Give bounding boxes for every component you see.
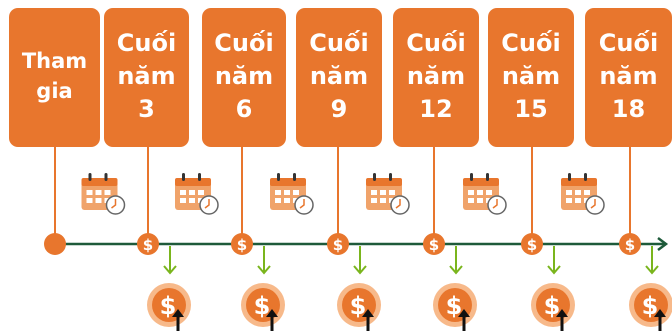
dollar-symbol: $ <box>429 236 439 254</box>
arrow-down-icon <box>163 246 177 275</box>
start-dot-icon <box>44 233 66 255</box>
milestone-year-6: Cuối năm 6 <box>202 8 286 147</box>
milestone-year-6-line-3: 6 <box>235 95 253 123</box>
arrow-down-icon <box>257 246 271 275</box>
dollar-symbol: $ <box>642 292 659 320</box>
milestone-year-6-line-2: năm <box>214 62 274 90</box>
milestone-year-15-line-1: Cuối <box>501 29 561 57</box>
dollar-symbol: $ <box>254 292 271 320</box>
arrow-right-icon <box>657 237 669 251</box>
dollar-circle-icon: $ <box>521 233 543 255</box>
calendar-clock-icon <box>81 173 126 215</box>
milestone-join-line-2: gia <box>36 79 73 103</box>
arrow-down-icon <box>547 246 561 275</box>
milestone-year-12-line-1: Cuối <box>406 29 466 57</box>
milestone-year-18-line-2: năm <box>599 62 658 90</box>
dollar-circle-icon: $ <box>231 233 253 255</box>
milestone-year-12: Cuối năm 12 <box>393 8 479 147</box>
dollar-circle-icon: $ <box>327 233 349 255</box>
milestone-year-12-line-2: năm <box>406 62 466 90</box>
coin-payout-icon: $ <box>629 283 672 331</box>
dollar-symbol: $ <box>446 292 463 320</box>
milestone-year-15-line-3: 15 <box>514 95 548 123</box>
dollar-symbol: $ <box>160 292 177 320</box>
dollar-symbol: $ <box>544 292 561 320</box>
dollar-circle-icon: $ <box>619 233 641 255</box>
dollar-symbol: $ <box>143 236 153 254</box>
milestone-year-9-line-1: Cuối <box>309 29 369 57</box>
milestone-year-15: Cuối năm 15 <box>488 8 574 147</box>
milestone-year-18: Cuối năm 18 <box>585 8 672 147</box>
milestone-year-6-line-1: Cuối <box>214 29 274 57</box>
dollar-circle-icon: $ <box>137 233 159 255</box>
coin-payout-icon: $ <box>337 283 381 331</box>
milestone-year-12-line-3: 12 <box>419 95 453 123</box>
arrow-down-icon <box>353 246 367 275</box>
milestone-year-15-line-2: năm <box>501 62 561 90</box>
calendar-clock-icon <box>175 173 219 215</box>
dollar-symbol: $ <box>237 236 247 254</box>
dollar-circle-icon: $ <box>423 233 445 255</box>
milestone-year-9-line-2: năm <box>309 62 369 90</box>
dollar-symbol: $ <box>625 236 635 254</box>
milestone-join-line-1: Tham <box>21 49 88 73</box>
milestone-year-9: Cuối năm 9 <box>296 8 382 147</box>
calendar-clock-icon <box>366 173 410 215</box>
milestone-join: Tham gia <box>9 8 100 147</box>
milestone-year-9-line-3: 9 <box>330 95 348 123</box>
coin-payout-icon: $ <box>531 283 575 331</box>
milestone-year-18-line-1: Cuối <box>598 29 659 57</box>
milestone-year-3: Cuối năm 3 <box>104 8 189 147</box>
milestone-year-3-line-1: Cuối <box>116 29 177 57</box>
calendar-clock-icon <box>270 173 314 215</box>
dollar-symbol: $ <box>527 236 537 254</box>
coin-payout-icon: $ <box>241 283 285 331</box>
calendar-clock-icon <box>463 173 507 215</box>
arrow-down-icon <box>449 246 463 275</box>
dollar-symbol: $ <box>333 236 343 254</box>
coin-payout-icon: $ <box>433 283 477 331</box>
calendar-clock-icon <box>561 173 605 215</box>
milestone-year-3-line-3: 3 <box>138 95 155 123</box>
arrow-down-icon <box>645 246 659 275</box>
milestone-year-18-line-3: 18 <box>611 95 646 123</box>
coin-payout-icon: $ <box>147 283 191 331</box>
dollar-symbol: $ <box>350 292 367 320</box>
milestone-year-3-line-2: năm <box>117 62 176 90</box>
